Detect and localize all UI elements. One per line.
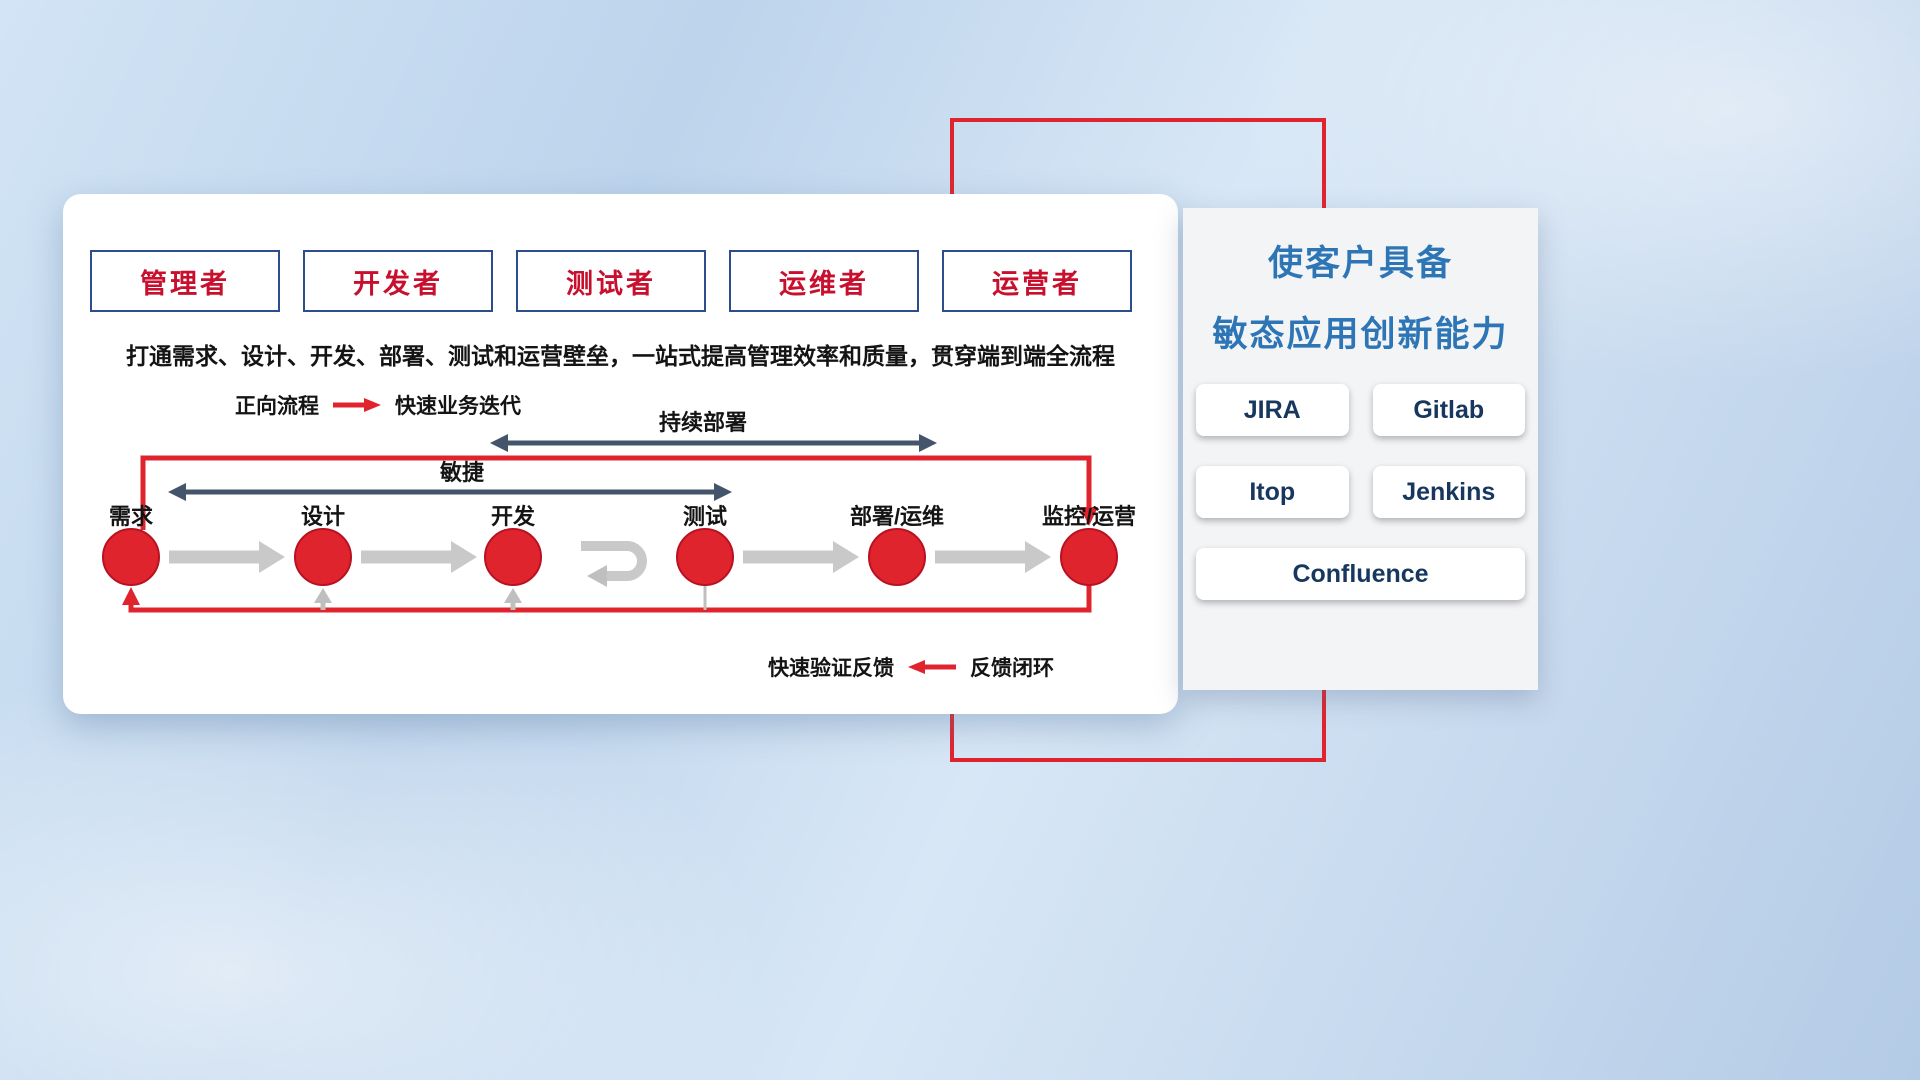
- stage-label: 设计: [301, 504, 345, 529]
- feedback-flow-line: [128, 585, 1092, 613]
- flow-stage-develop: 开发: [484, 504, 542, 586]
- tool-chip-confluence: Confluence: [1196, 548, 1525, 600]
- stage-label: 开发: [491, 504, 536, 529]
- tool-list: JIRA Gitlab Itop Jenkins Confluence: [1196, 384, 1525, 600]
- role-label: 运营者: [992, 268, 1082, 299]
- tool-chip-itop: Itop: [1196, 466, 1349, 518]
- stage-label: 测试: [683, 504, 727, 529]
- forward-flow-line: [140, 455, 1092, 530]
- flow-arrow-4: [935, 541, 1051, 573]
- flow-stage-monitor-ops: 监控/运营: [1042, 504, 1136, 586]
- flow-stage-design: 设计: [294, 504, 352, 586]
- feedback-desc: 快速验证反馈: [768, 657, 894, 680]
- feedback-flow-arrowhead: [122, 587, 140, 605]
- iteration-loop-icon: [581, 541, 647, 587]
- tool-chip-gitlab: Gitlab: [1372, 384, 1525, 436]
- flow-description: 打通需求、设计、开发、部署、测试和运营壁垒，一站式提高管理效率和质量，贯穿端到端…: [126, 343, 1115, 369]
- stage-node: [294, 528, 352, 586]
- role-box-tester: 测试者: [516, 250, 706, 312]
- role-box-developer: 开发者: [303, 250, 493, 312]
- flow-arrow-1: [169, 541, 285, 573]
- feedback-up-arrow-develop: [504, 588, 522, 610]
- forward-flow-arrowhead: [1080, 507, 1098, 526]
- role-label: 管理者: [140, 268, 230, 299]
- continuous-deploy-label: 持续部署: [659, 410, 747, 435]
- continuous-deploy-arrow: [490, 434, 937, 452]
- capability-panel: 使客户具备 敏态应用创新能力 JIRA Gitlab Itop Jenkins …: [1183, 208, 1538, 690]
- capability-title-line1: 使客户具备: [1267, 244, 1453, 283]
- forward-flow-label: 正向流程: [235, 395, 319, 418]
- left-arrow-icon: [908, 660, 956, 674]
- flow-stage-deploy-ops: 部署/运维: [850, 504, 944, 586]
- feedback-label: 反馈闭环: [970, 657, 1054, 680]
- stage-node: [868, 528, 926, 586]
- forward-flow-desc: 快速业务迭代: [395, 395, 521, 418]
- flow-stage-requirements: 需求: [102, 504, 160, 586]
- stage-node: [1060, 528, 1118, 586]
- stage-label: 需求: [109, 504, 153, 529]
- devops-flow-panel: 管理者 开发者 测试者 运维者 运营者 打通需求、设计、开发、部署、测试和运营壁…: [63, 194, 1178, 714]
- role-box-ops: 运维者: [729, 250, 919, 312]
- tool-chip-jira: JIRA: [1196, 384, 1349, 436]
- role-label: 测试者: [566, 268, 656, 299]
- agile-label: 敏捷: [439, 460, 485, 485]
- tool-chip-jenkins: Jenkins: [1372, 466, 1525, 518]
- legend-feedback: 快速验证反馈 反馈闭环: [768, 652, 1054, 682]
- stage-node: [102, 528, 160, 586]
- role-box-manager: 管理者: [90, 250, 280, 312]
- stage-node: [484, 528, 542, 586]
- flow-arrow-3: [743, 541, 859, 573]
- capability-title: 使客户具备 敏态应用创新能力: [1183, 246, 1538, 352]
- flow-arrow-2: [361, 541, 477, 573]
- stage-label: 部署/运维: [850, 504, 944, 529]
- stage-label: 监控/运营: [1042, 504, 1136, 529]
- role-label: 开发者: [353, 268, 443, 299]
- flow-diagram: 持续部署 敏捷: [102, 410, 1136, 613]
- feedback-up-arrow-design: [314, 588, 332, 610]
- right-arrow-icon: [333, 398, 381, 412]
- agile-arrow: [168, 483, 732, 501]
- flow-stage-test: 测试: [676, 504, 734, 586]
- role-box-operator: 运营者: [942, 250, 1132, 312]
- capability-title-line2: 敏态应用创新能力: [1212, 315, 1509, 354]
- role-boxes: 管理者 开发者 测试者 运维者 运营者: [90, 250, 1132, 312]
- role-label: 运维者: [779, 268, 869, 299]
- legend-forward: 正向流程 快速业务迭代: [235, 390, 521, 420]
- stage-node: [676, 528, 734, 586]
